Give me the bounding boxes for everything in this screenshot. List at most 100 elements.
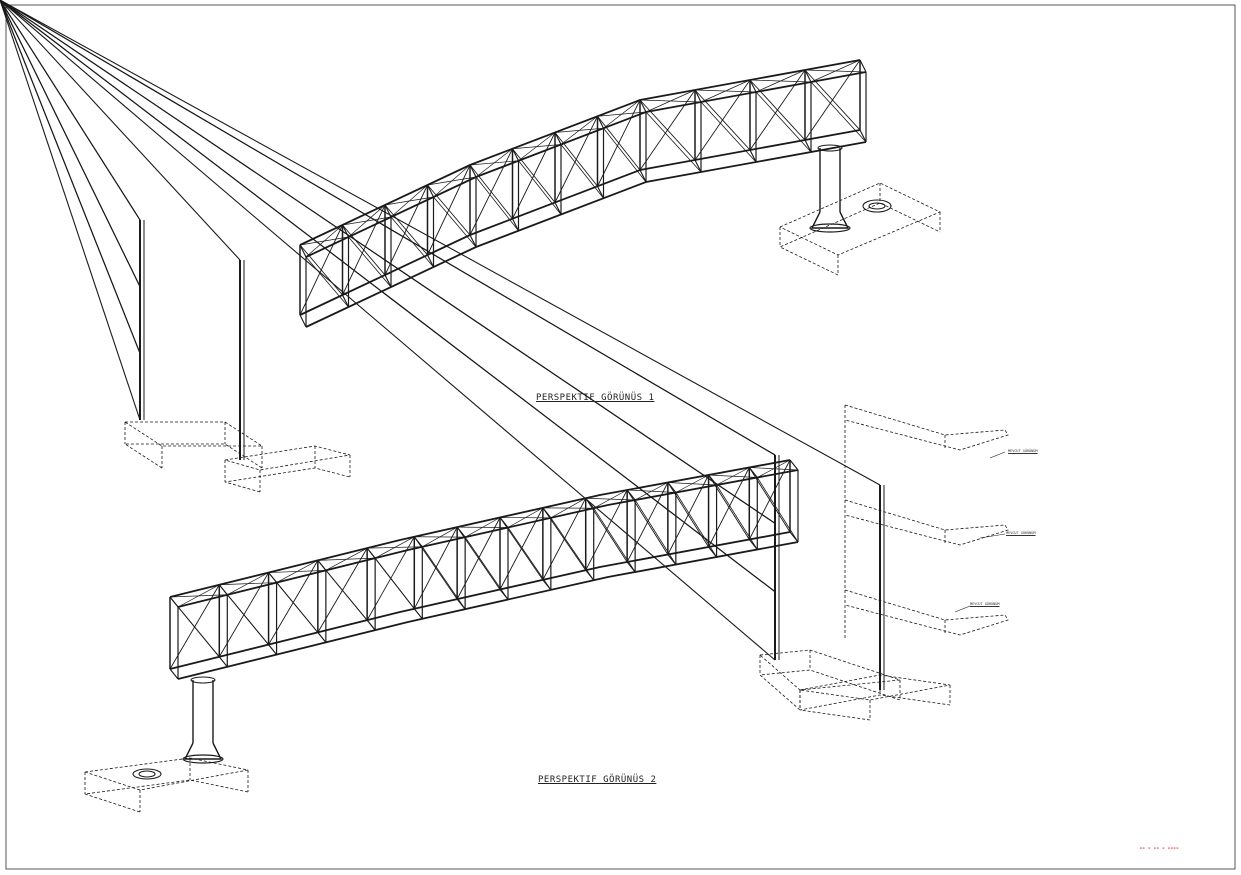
- level-label-middle: MEVCUT GÖRÜNÜM: [1006, 531, 1036, 535]
- view2-bridge-diagonal-near: [626, 482, 669, 563]
- view2-bridge-top-strut: [789, 459, 799, 471]
- view2-bridge-floor-beam: [585, 569, 595, 581]
- view2-bridge-floor-beam: [268, 644, 278, 655]
- view1-anchor-ring: [862, 199, 892, 213]
- level-label-bottom: MEVCUT GÖRÜNÜM: [970, 602, 1000, 606]
- view1-bridge-floor-beam: [804, 139, 812, 153]
- view2-bridge-top-bracing: [177, 584, 220, 608]
- view2-bridge-diagonal-far: [464, 536, 509, 600]
- view1-bridge-diagonal-far: [810, 81, 867, 143]
- view1-bridge-top-strut: [804, 69, 812, 83]
- view1-bridge-diagonal-near: [384, 184, 428, 276]
- view2-bridge-floor-beam: [542, 579, 552, 591]
- view1-bridge-diagonal-near: [749, 69, 806, 151]
- view2-bridge-diagonal-far: [716, 484, 758, 550]
- view1-bridge-diagonal-near: [512, 132, 556, 219]
- view2-bridge-diagonal-far: [593, 507, 636, 573]
- view1-bridge-top-bracing: [390, 184, 428, 218]
- view1-bridge-floor-beam: [342, 294, 349, 308]
- view1-bridge-top-bracing: [810, 59, 861, 83]
- view2-bridge-diagonal-far: [634, 499, 677, 565]
- view1-footing-left-top: [124, 421, 264, 447]
- view1-bridge-diagonal-far: [700, 101, 757, 163]
- view2-bridge-floor-beam: [169, 668, 179, 680]
- view1-bridge-floor-beam: [554, 202, 562, 215]
- view2-bridge-floor-beam: [456, 598, 466, 610]
- view1-footing-pier-bottom: [779, 202, 941, 276]
- view2-bridge-diagonal-near: [542, 498, 587, 581]
- view2-bridge-bottom-chord-far: [177, 541, 799, 680]
- view1-bridge-top-bracing: [645, 89, 696, 113]
- view2-bridge-floor-beam: [789, 531, 799, 543]
- view1-bridge-diagonal-far: [475, 176, 519, 231]
- view2-bridge-top-bracing: [550, 497, 586, 519]
- view1-pier-base-plate: [809, 223, 851, 233]
- view1-bridge-top-strut: [694, 89, 702, 103]
- view1-bridge-diagonal-near: [469, 148, 513, 236]
- view1-bridge-diagonal-far: [755, 91, 812, 153]
- view2-bridge-top-bracing: [227, 572, 269, 596]
- sheet-frame: [5, 4, 1236, 870]
- view1-bridge-top-strut: [427, 184, 434, 198]
- view2-bridge-bottom-chord-near: [169, 531, 791, 670]
- view2-bridge-diagonal-far: [675, 492, 717, 558]
- view2-footing-pier-top: [84, 757, 249, 791]
- view2-bridge-diagonal-far: [177, 606, 228, 668]
- view1-bridge-diagonal-far: [560, 144, 604, 199]
- view2-bridge-top-bracing: [757, 459, 791, 478]
- view2-existing-slab-middle: [844, 499, 1009, 546]
- view1-pier-cap: [817, 144, 843, 152]
- view1-tower-x-brace-near: [0, 0, 141, 421]
- view2-bridge-floor-beam: [667, 554, 677, 565]
- view1-bridge-floor-beam: [384, 274, 392, 288]
- perspective-view-1: [0, 0, 941, 493]
- view2-bridge-top-bracing: [507, 507, 544, 528]
- view2-tower-x-brace-near: [0, 0, 776, 593]
- view2-bridge-top-bracing: [276, 560, 319, 583]
- view2-pier-base-plate: [182, 754, 224, 764]
- view2-bridge-floor-beam: [499, 589, 509, 600]
- view2-pier-base-flare: [183, 742, 223, 760]
- view1-bridge-diagonal-near: [694, 79, 751, 161]
- view2-bridge-top-bracing: [464, 517, 501, 538]
- view1-bridge-diagonal-far: [305, 256, 349, 308]
- view1-bridge-top-strut: [859, 59, 867, 73]
- view1-bridge-floor-beam: [749, 149, 757, 163]
- view1-bridge-diagonal-far: [348, 236, 392, 288]
- view2-tower-roof-brace: [0, 0, 776, 456]
- view2-bridge-floor-beam: [218, 656, 228, 668]
- view1-bridge-top-bracing: [560, 115, 598, 145]
- view2-bridge-floor-beam: [317, 632, 327, 643]
- view2-caption: PERSPEKTIF GÖRÜNÜS 2: [538, 775, 657, 785]
- view2-bridge-diagonal-far: [226, 594, 277, 655]
- view2-leader-top: [989, 451, 1006, 459]
- view2-bridge-floor-beam: [748, 539, 758, 550]
- view1-bridge-top-strut: [554, 132, 562, 145]
- view2-footing-pier-bottom: [84, 779, 249, 813]
- view2-bridge-floor-beam: [708, 546, 718, 558]
- view1-tower-x-brace-near: [0, 0, 141, 354]
- view1-bridge-top-bracing: [603, 99, 641, 129]
- view2-bridge-floor-beam: [366, 619, 376, 631]
- view1-bridge-diagonal-near: [554, 116, 598, 203]
- level-label-top: MEVCUT GÖRÜNÜM: [1008, 449, 1038, 453]
- perspective-view-2: [0, 0, 1009, 813]
- view2-footing-left-bottom: [759, 669, 901, 711]
- view1-bridge-floor-beam: [427, 254, 434, 268]
- view2-bridge-top-bracing: [675, 474, 709, 493]
- view2-bridge-top-bracing: [422, 526, 458, 548]
- view1-bridge-top-strut: [469, 164, 477, 178]
- view1-bridge-diagonal-near: [639, 89, 696, 171]
- view1-bridge-diagonal-far: [433, 196, 477, 248]
- view2-bridge-floor-beam: [626, 561, 636, 573]
- view1-bridge-floor-beam: [512, 218, 519, 231]
- view2-anchor-ring: [132, 768, 162, 780]
- view2-bridge-diagonal-far: [421, 546, 466, 610]
- view1-caption: PERSPEKTIF GÖRÜNÜS 1: [536, 393, 655, 403]
- view1-bridge-top-strut: [749, 79, 757, 93]
- view1-bridge-floor-beam: [469, 234, 477, 248]
- view2-footing-right-bottom: [799, 694, 951, 721]
- view2-bridge-floor-beam: [413, 608, 423, 620]
- view1-bridge-diagonal-far: [518, 160, 562, 215]
